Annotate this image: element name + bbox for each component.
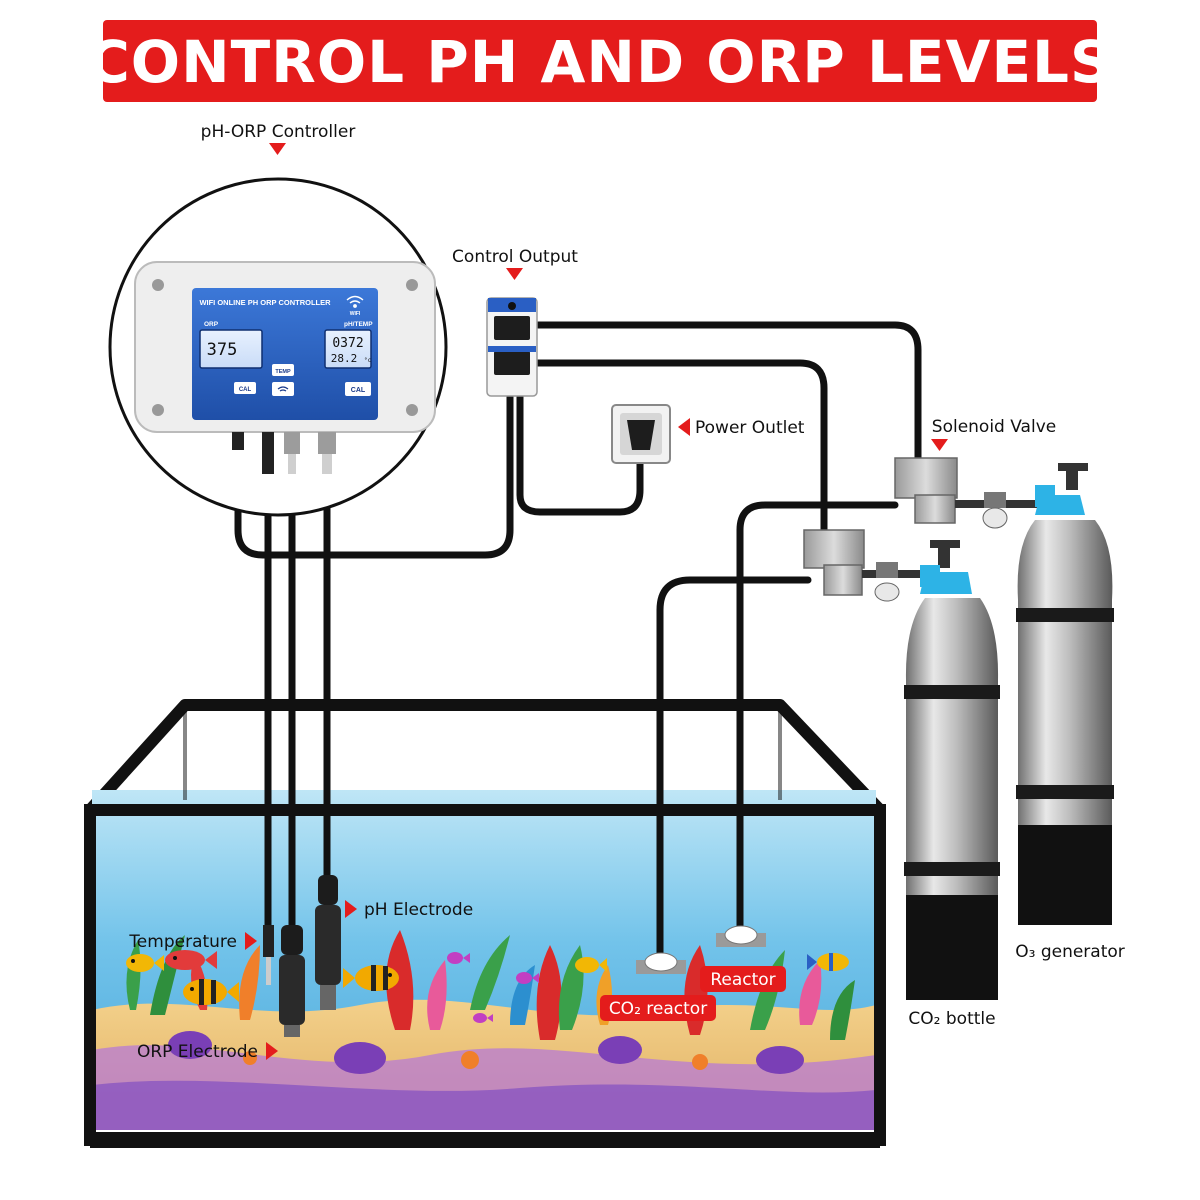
label-temperature: Temperature [128, 932, 237, 952]
label-o3-generator: O₃ generator [1015, 942, 1125, 962]
power-outlet [611, 404, 671, 464]
cal-left-button[interactable] [234, 382, 256, 394]
wifi-button-icon [277, 386, 289, 392]
pointer-temperature [245, 932, 257, 950]
temperature-probe [263, 925, 274, 985]
temp-value: 28.2 [331, 352, 358, 365]
controller-callout: WIFI ONLINE PH ORP CONTROLLER WIFI ORP 3… [108, 177, 448, 517]
ph-electrode-probe [315, 875, 341, 1010]
ph-header: pH/TEMP [344, 321, 373, 328]
tag-co2-reactor: CO₂ reactor [600, 995, 716, 1021]
orp-header: ORP [204, 321, 219, 328]
pointer-ph-electrode [345, 900, 357, 918]
pointer-controller [269, 143, 286, 155]
solenoid-valve-lower [803, 529, 932, 602]
label-solenoid-valve: Solenoid Valve [932, 417, 1056, 437]
cal-right-label: CAL [351, 387, 366, 394]
label-reactor: Reactor [710, 970, 775, 990]
pointer-power-outlet [678, 418, 690, 436]
temp-button-label: TEMP [275, 369, 291, 375]
cables [234, 321, 922, 959]
o3-generator-cylinder [1016, 463, 1114, 925]
label-co2-reactor: CO₂ reactor [609, 999, 707, 1019]
label-ph-electrode: pH Electrode [364, 900, 473, 920]
label-power-outlet: Power Outlet [695, 418, 805, 438]
label-co2-bottle: CO₂ bottle [908, 1009, 995, 1029]
pointer-orp-electrode [266, 1042, 278, 1060]
cal-right-button[interactable] [345, 382, 371, 396]
ph-value: 0372 [332, 336, 363, 351]
orp-value: 375 [207, 340, 238, 360]
solenoid-valve-upper [894, 457, 1040, 529]
wifi-button[interactable] [272, 382, 294, 396]
reactor-diffuser [716, 925, 766, 947]
label-control-output: Control Output [452, 247, 578, 267]
label-orp-electrode: ORP Electrode [137, 1042, 258, 1062]
co2-bottle-cylinder [904, 540, 1000, 1000]
temp-button[interactable] [272, 364, 294, 376]
cal-left-label: CAL [239, 387, 252, 393]
wifi-label: WIFI [350, 311, 361, 317]
aquarium-front-frame [84, 705, 886, 1148]
temp-unit: °c [364, 357, 372, 364]
pointer-control-output [506, 268, 523, 280]
title-banner: CONTROL PH AND ORP LEVELS [87, 20, 1113, 102]
pointer-solenoid-valve [931, 439, 948, 451]
tag-reactor: Reactor [700, 966, 786, 992]
ph-display [324, 329, 372, 369]
wifi-icon [346, 295, 364, 308]
control-output-socket [486, 297, 538, 397]
orp-display [199, 329, 263, 369]
orp-electrode-probe [279, 925, 305, 1037]
banner-title: CONTROL PH AND ORP LEVELS [87, 28, 1113, 96]
label-controller: pH-ORP Controller [201, 122, 356, 142]
fish-group [126, 950, 849, 1023]
device-title: WIFI ONLINE PH ORP CONTROLLER [199, 298, 331, 307]
co2-reactor-diffuser [636, 952, 686, 974]
